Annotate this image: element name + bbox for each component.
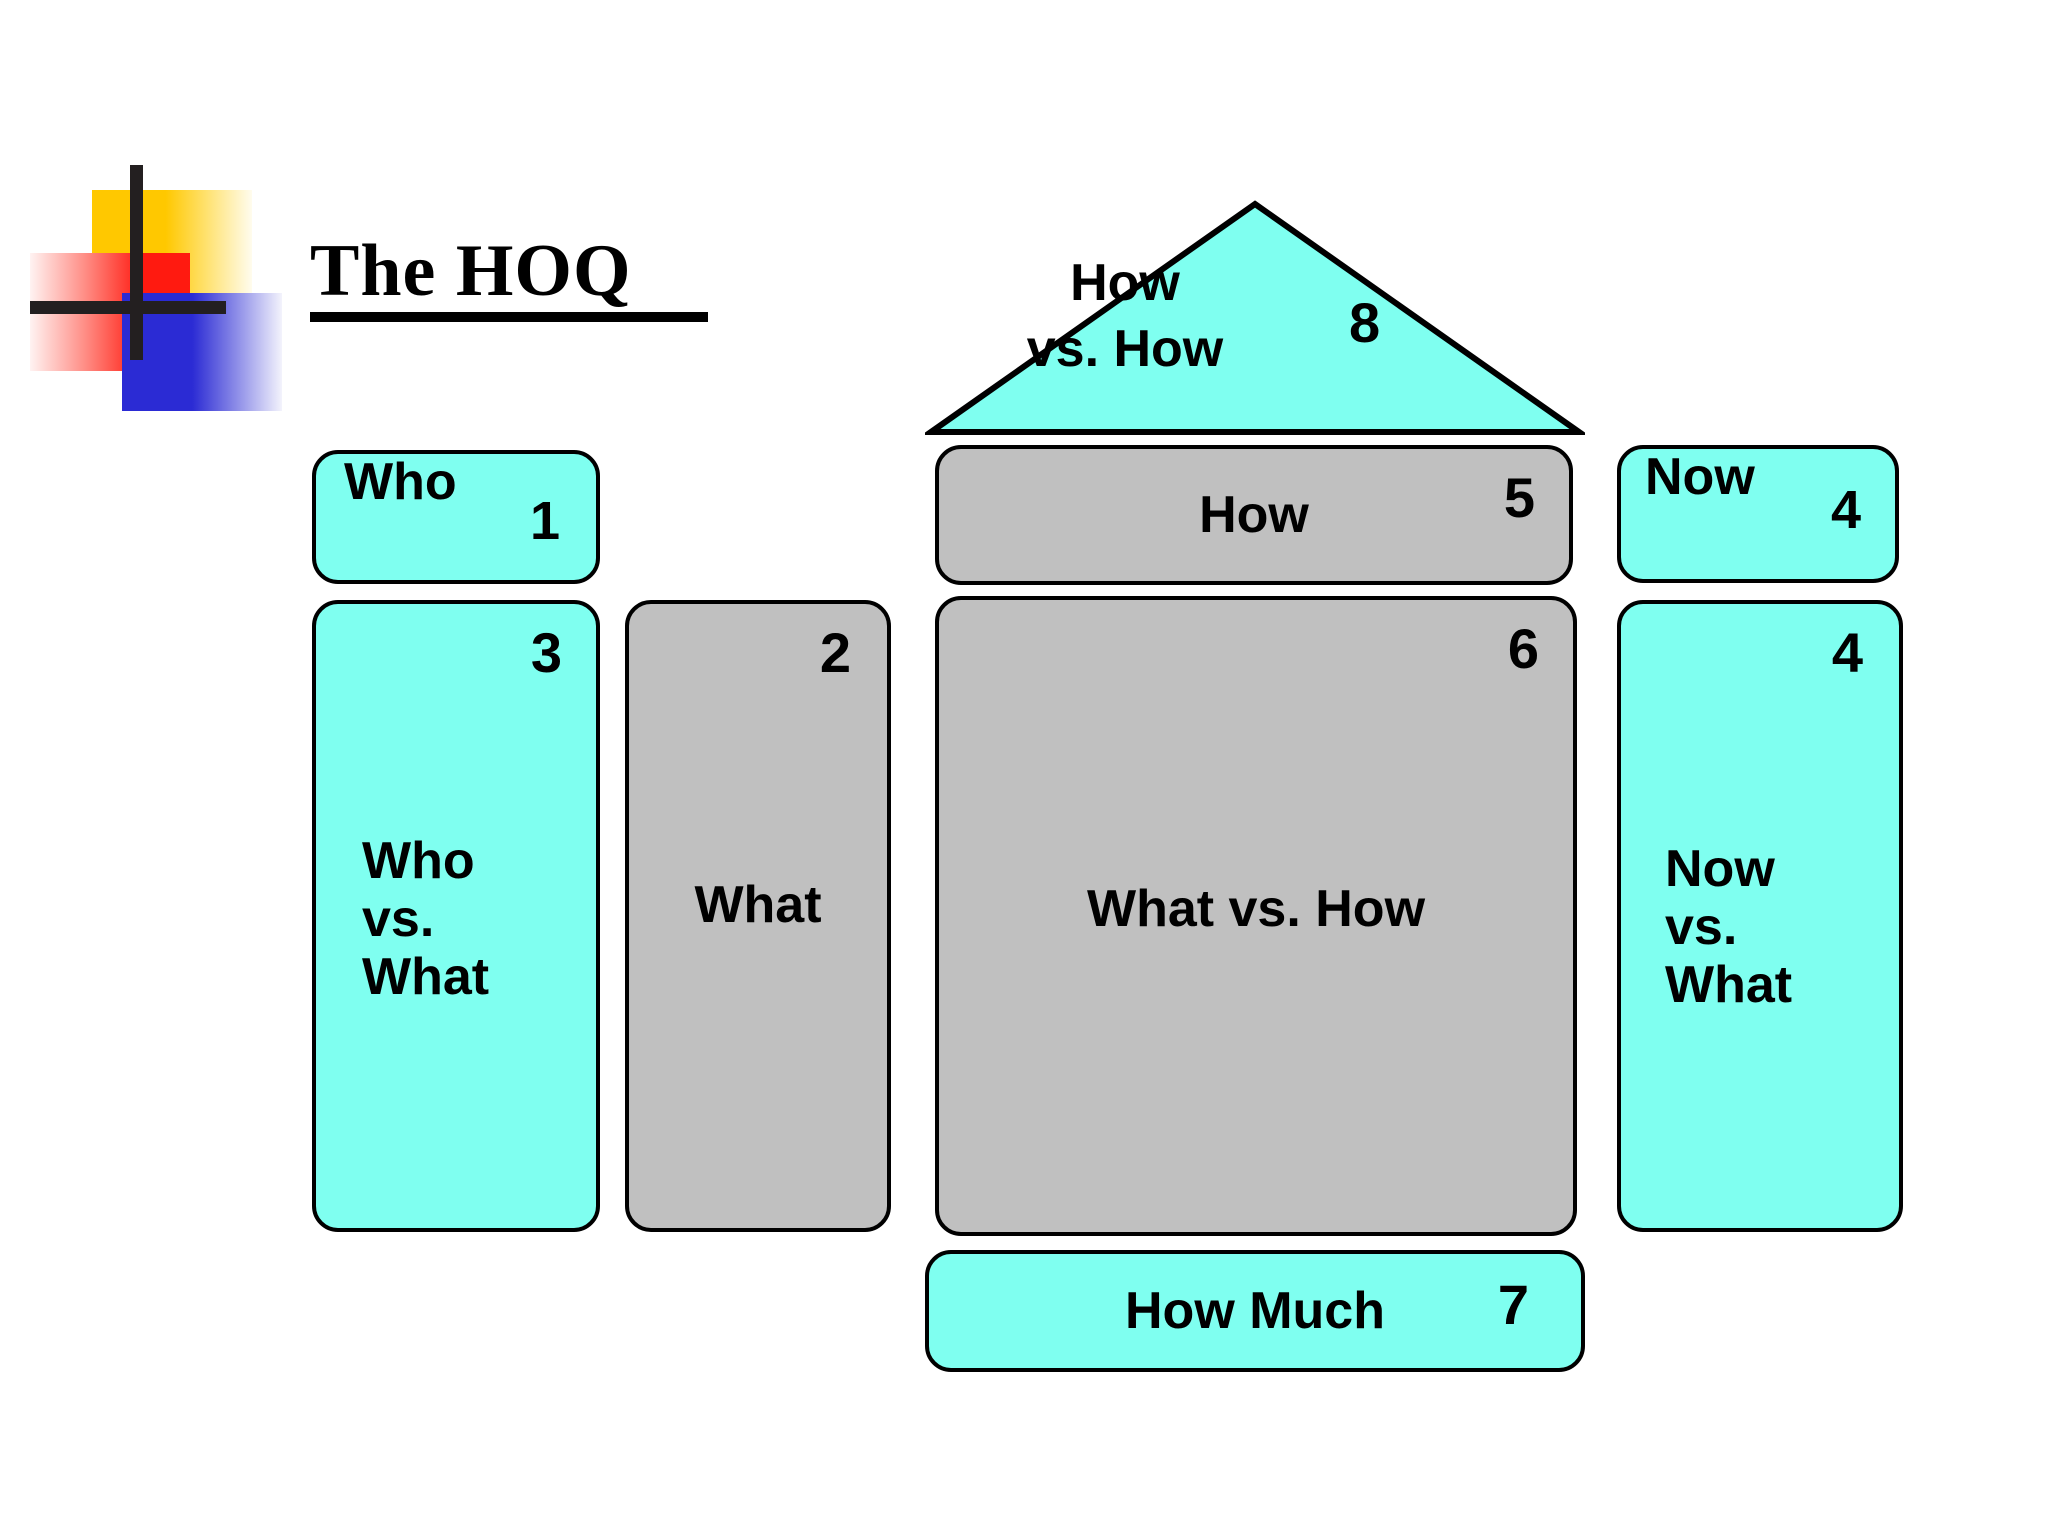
hoq-room-who-vs-what[interactable]: Who vs. What 3	[312, 600, 600, 1232]
page-title: The HOQ	[310, 230, 632, 312]
hoq-room-now-vs-what[interactable]: Now vs. What 4	[1617, 600, 1903, 1232]
room-number-who: 1	[529, 491, 560, 551]
room-number-what: 2	[819, 621, 851, 684]
room-number-how: 5	[1503, 466, 1535, 529]
roof-triangle-shape	[925, 200, 1585, 435]
roof-number: 8	[1349, 291, 1381, 354]
logo-vertical-line-icon	[130, 165, 143, 360]
roof-label: How vs. How	[1026, 254, 1224, 378]
room-label-who-vs-what: Who vs. What	[362, 832, 490, 1006]
hoq-room-now[interactable]: Now 4	[1617, 445, 1899, 583]
title-underline	[310, 312, 708, 322]
room-number-now: 4	[1830, 480, 1861, 540]
hoq-room-how[interactable]: How 5	[935, 445, 1573, 585]
hoq-room-who[interactable]: Who 1	[312, 450, 600, 584]
room-label-how-much: How Much	[1125, 1282, 1385, 1340]
room-label-now: Now	[1645, 448, 1755, 506]
room-label-who: Who	[344, 453, 457, 511]
room-number-how-much: 7	[1497, 1273, 1529, 1336]
room-number-what-vs-how: 6	[1507, 617, 1539, 680]
room-label-how: How	[1199, 486, 1309, 544]
hoq-room-what[interactable]: What 2	[625, 600, 891, 1232]
slide-title: The HOQ	[310, 232, 730, 322]
hoq-room-what-vs-how[interactable]: What vs. How 6	[935, 596, 1577, 1236]
logo-horizontal-line-icon	[30, 301, 226, 314]
crosshair-squares-logo	[30, 165, 295, 411]
room-label-what-vs-how: What vs. How	[1086, 880, 1426, 938]
hoq-roof[interactable]: How vs. How 8	[925, 198, 1585, 440]
room-label-now-vs-what: Now vs. What	[1665, 840, 1793, 1014]
room-number-now-vs-what: 4	[1831, 621, 1863, 684]
room-number-who-vs-what: 3	[530, 621, 562, 684]
room-label-what: What	[694, 876, 822, 934]
hoq-room-how-much[interactable]: How Much 7	[925, 1250, 1585, 1372]
